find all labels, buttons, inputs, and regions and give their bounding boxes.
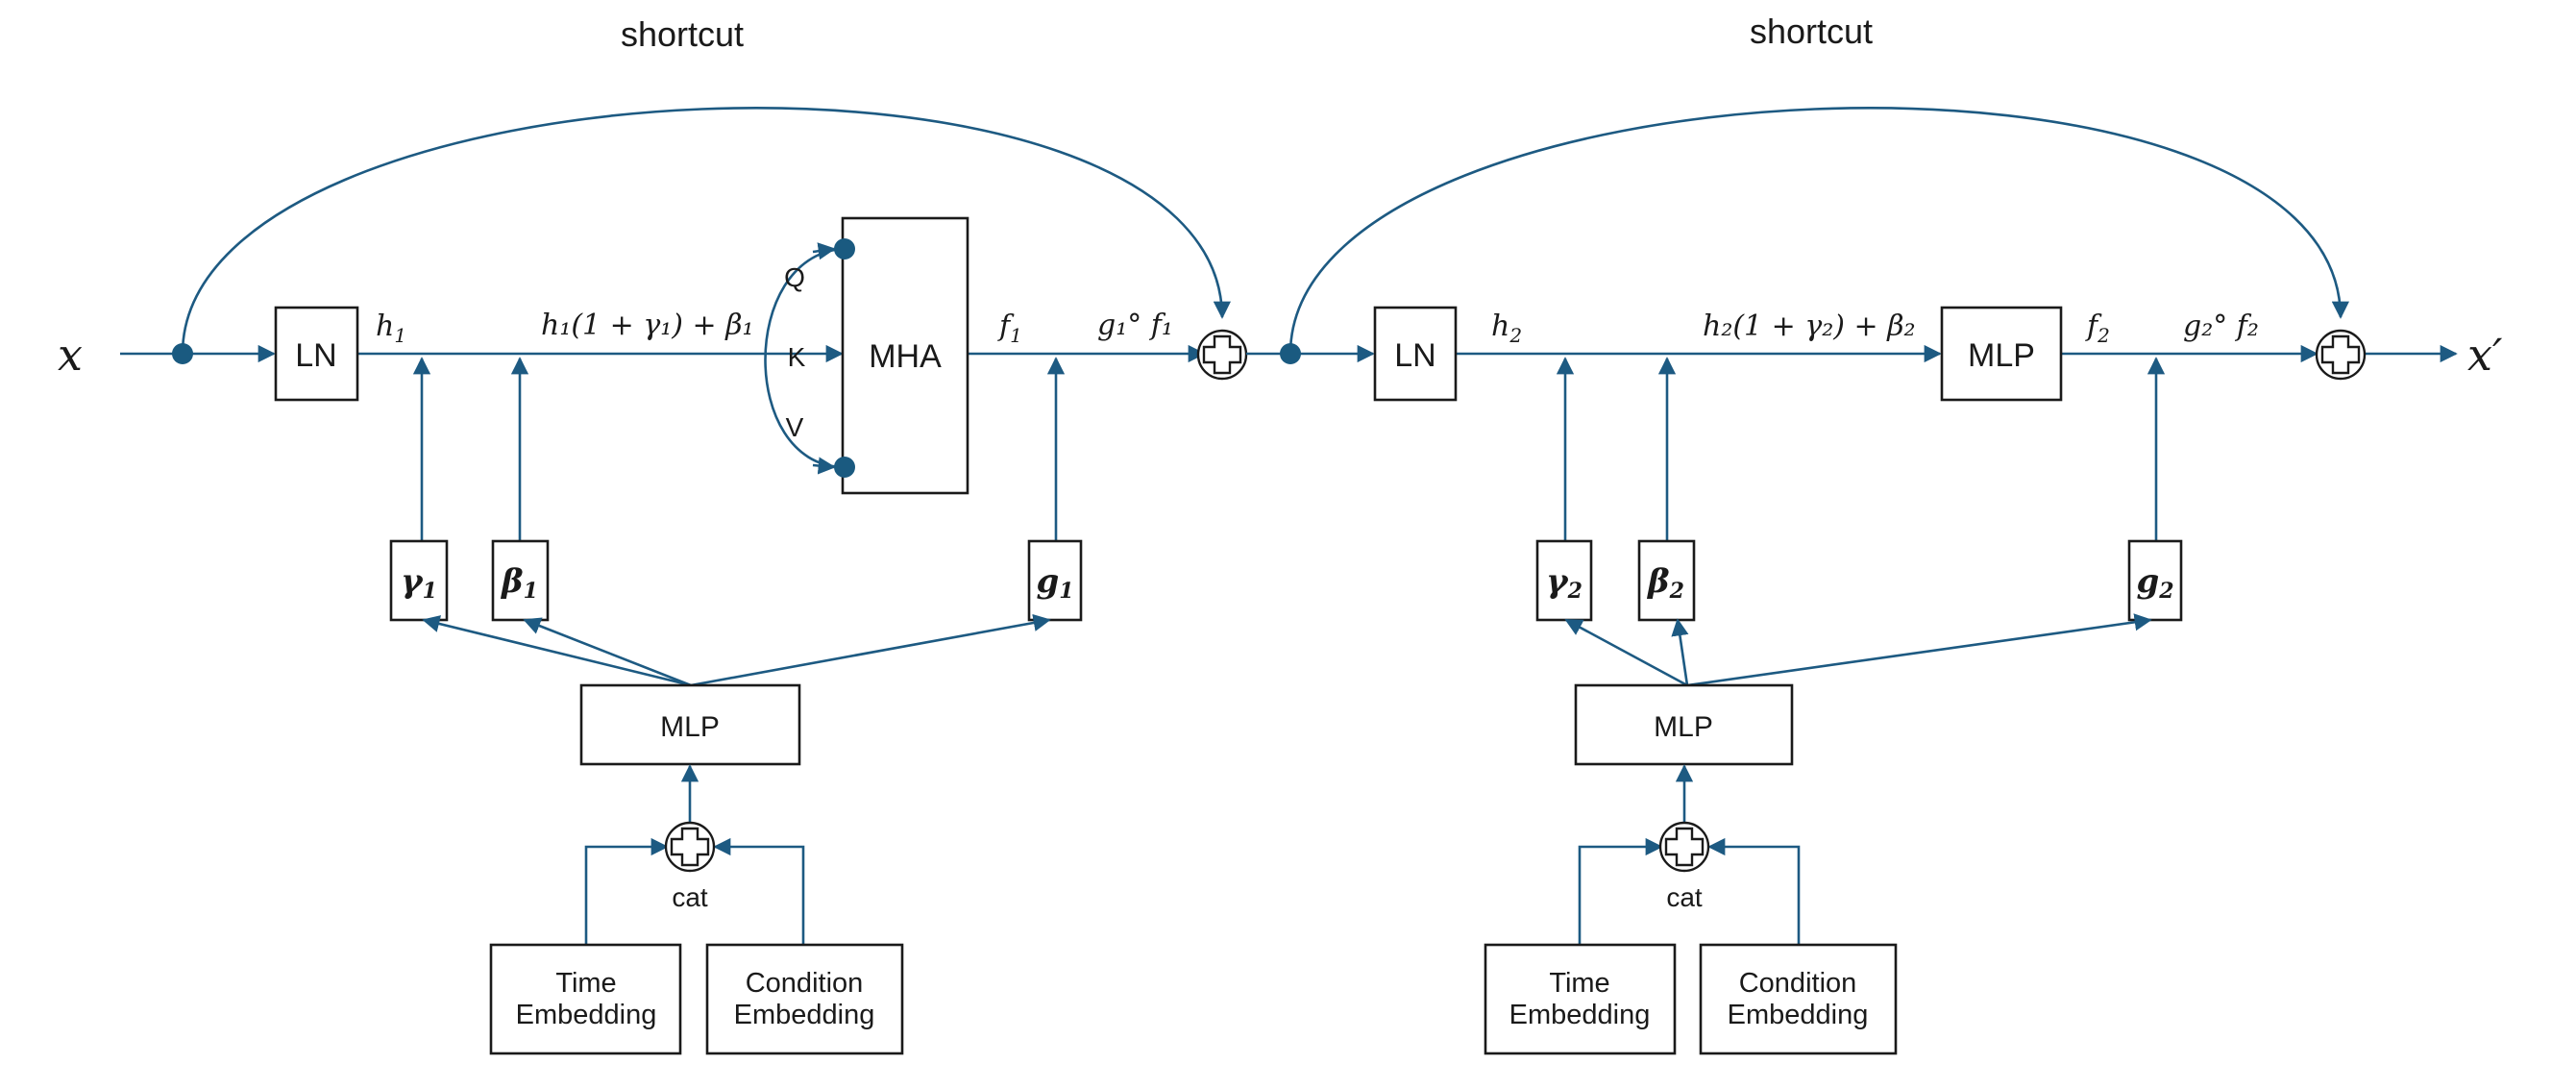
g-1-label: g1 xyxy=(1036,562,1073,604)
qkv-split-edge xyxy=(764,247,843,469)
gamma-2-label: γ2 xyxy=(1546,562,1582,604)
time-embedding-line2-1: Embedding xyxy=(516,1000,657,1030)
cond-mlp-label-1: MLP xyxy=(660,711,720,743)
block-2 xyxy=(1246,107,2458,1055)
condition-embedding-box-2 xyxy=(1699,943,1898,1055)
shortcut-edge-2 xyxy=(1288,107,2349,355)
ln-box-1 xyxy=(274,306,359,402)
cat-node-1 xyxy=(664,821,716,873)
condition-embedding-box-1 xyxy=(705,943,904,1055)
h1-label: h1 xyxy=(376,309,406,347)
residual-sum-1 xyxy=(1196,329,1248,381)
mlp-to-gamma-1 xyxy=(422,615,692,687)
cond-mlp-label-2: MLP xyxy=(1654,711,1713,743)
beta-2-label: β2 xyxy=(1646,562,1684,604)
v-node xyxy=(834,457,855,478)
condition-embedding-line1-2: Condition xyxy=(1739,968,1857,999)
branch-node-2 xyxy=(1280,343,1301,364)
ln-label-2: LN xyxy=(1394,337,1435,374)
ln-box-2 xyxy=(1373,306,1458,402)
time-embedding-box-2 xyxy=(1484,943,1677,1055)
condition-embedding-line2-1: Embedding xyxy=(734,1000,875,1030)
shortcut-label-2: shortcut xyxy=(1750,12,1873,51)
beta-1-label: β1 xyxy=(500,562,538,604)
cond-mlp-box-2 xyxy=(1574,683,1794,766)
mlp-main-label: MLP xyxy=(1968,337,2035,374)
cond-mlp-box-1 xyxy=(579,683,801,766)
g-2-label: g2 xyxy=(2136,562,2173,604)
time-to-cat-1 xyxy=(584,837,669,945)
cond-to-cat-2 xyxy=(1707,837,1801,945)
cat-label-2: cat xyxy=(1666,882,1703,912)
g-1-box xyxy=(1027,539,1083,622)
cat-label-1: cat xyxy=(672,882,708,912)
beta-1-box xyxy=(491,539,550,622)
time-embedding-box-1 xyxy=(489,943,682,1055)
shortcut-edge-1 xyxy=(181,107,1231,355)
cond-to-cat-1 xyxy=(713,837,805,945)
mha-label: MHA xyxy=(869,338,942,375)
time-to-cat-2 xyxy=(1578,837,1663,945)
time-embedding-line1-2: Time xyxy=(1549,968,1609,999)
mha-box xyxy=(841,216,969,495)
gated-label-1: g₁° f₁ xyxy=(1097,309,1173,342)
modulated-label-2: h₂(1 + γ₂) + β₂ xyxy=(1703,309,1916,343)
gamma-1-box xyxy=(389,539,449,622)
modulated-label-1: h₁(1 + γ₁) + β₁ xyxy=(541,309,754,342)
q-node xyxy=(834,238,855,260)
gamma-2-box xyxy=(1535,539,1593,622)
q-label: Q xyxy=(784,262,805,292)
branch-node-1 xyxy=(172,343,193,364)
h2-label: h2 xyxy=(1491,309,1522,347)
k-label: K xyxy=(788,342,806,372)
mlp-to-g-1 xyxy=(690,613,1051,687)
condition-embedding-line1-1: Condition xyxy=(746,968,864,999)
condition-embedding-line2-2: Embedding xyxy=(1728,1000,1869,1030)
residual-sum-2 xyxy=(2315,329,2367,381)
mlp-main-box xyxy=(1940,306,2063,402)
f1-label: f1 xyxy=(997,309,1022,347)
shortcut-label-1: shortcut xyxy=(621,14,744,54)
cat-node-2 xyxy=(1658,821,1710,873)
block-1 xyxy=(120,107,1248,1055)
mlp-to-gamma-2 xyxy=(1564,618,1688,687)
mlp-to-beta-2 xyxy=(1671,618,1689,686)
f2-label: f2 xyxy=(2085,309,2110,347)
mlp-to-g-2 xyxy=(1686,613,2152,687)
beta-2-box xyxy=(1637,539,1696,622)
g-2-box xyxy=(2127,539,2183,622)
output-label: x′ xyxy=(2467,329,2503,381)
gamma-1-label: γ1 xyxy=(401,562,437,604)
input-label: x xyxy=(58,329,83,381)
q-arrow xyxy=(812,242,836,260)
v-label: V xyxy=(786,412,804,442)
time-embedding-line2-2: Embedding xyxy=(1509,1000,1651,1030)
gated-label-2: g₂° f₂ xyxy=(2183,309,2259,343)
ln-label-1: LN xyxy=(295,337,336,374)
time-embedding-line1-1: Time xyxy=(555,968,616,999)
v-arrow xyxy=(812,457,836,475)
mlp-to-beta-1 xyxy=(523,617,692,687)
